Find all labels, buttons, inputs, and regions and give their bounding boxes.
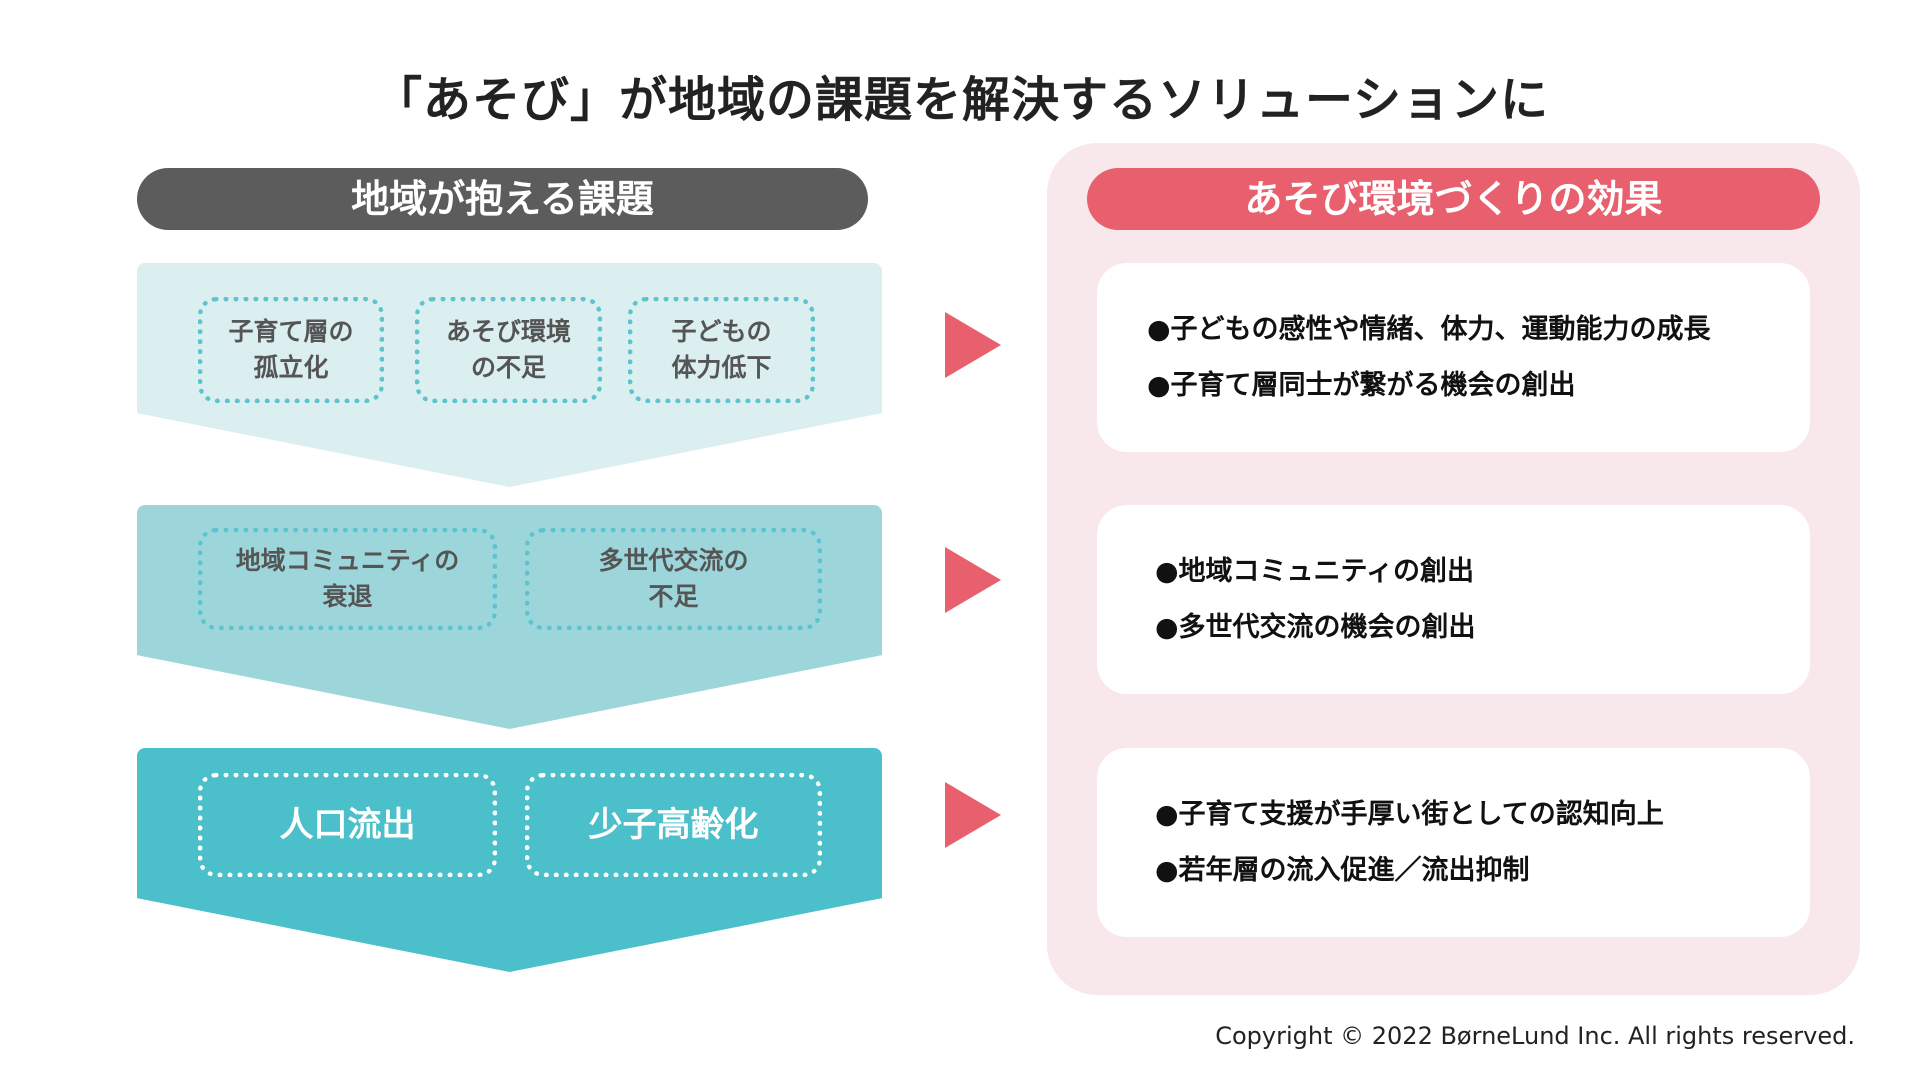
effect-item: ●若年層の流入促進／流出抑制 (1155, 854, 1530, 886)
effect-item: ●子育て層同士が繋がる機会の創出 (1147, 369, 1576, 401)
issue-item: あそび環境の不足 (415, 297, 602, 403)
issue-item: 多世代交流の不足 (525, 528, 822, 630)
issue-item: 人口流出 (198, 773, 497, 877)
arrow-right-icon (945, 782, 1001, 848)
effect-item: ●多世代交流の機会の創出 (1155, 611, 1476, 643)
copyright: Copyright © 2022 BørneLund Inc. All righ… (1215, 1022, 1855, 1050)
arrow-right-icon (945, 312, 1001, 378)
issue-item: 子どもの体力低下 (628, 297, 815, 403)
effect-box-1: ●子どもの感性や情緒、体力、運動能力の成長 ●子育て層同士が繋がる機会の創出 (1097, 263, 1810, 452)
issue-panel-2: 地域コミュニティの衰退 多世代交流の不足 (137, 505, 882, 729)
effect-item: ●子育て支援が手厚い街としての認知向上 (1155, 798, 1664, 830)
issue-item: 地域コミュニティの衰退 (198, 528, 497, 630)
issue-item: 少子高齢化 (525, 773, 822, 877)
effect-item: ●地域コミュニティの創出 (1155, 555, 1474, 587)
issues-header: 地域が抱える課題 (137, 168, 868, 230)
page-title: 「あそび」が地域の課題を解決するソリューションに (373, 72, 1550, 128)
effect-box-3: ●子育て支援が手厚い街としての認知向上 ●若年層の流入促進／流出抑制 (1097, 748, 1810, 937)
effects-header: あそび環境づくりの効果 (1087, 168, 1820, 230)
arrow-right-icon (945, 547, 1001, 613)
effect-item: ●子どもの感性や情緒、体力、運動能力の成長 (1147, 313, 1711, 345)
issue-panel-1: 子育て層の孤立化 あそび環境の不足 子どもの体力低下 (137, 263, 882, 487)
issue-panel-3: 人口流出 少子高齢化 (137, 748, 882, 972)
issue-item: 子育て層の孤立化 (198, 297, 384, 403)
effect-box-2: ●地域コミュニティの創出 ●多世代交流の機会の創出 (1097, 505, 1810, 694)
